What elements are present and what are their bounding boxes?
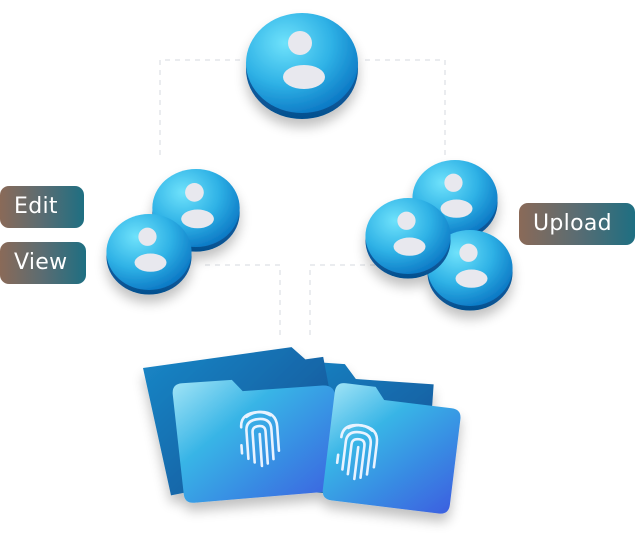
edit-permission-label: Edit [0, 186, 84, 228]
upload-permission-label: Upload [519, 203, 635, 245]
connector-lines [159, 59, 446, 340]
folder-icon [322, 383, 461, 514]
user-avatar-left-front [106, 214, 192, 295]
user-icon [365, 198, 451, 279]
user-avatar-top [246, 13, 358, 119]
user-icon [106, 214, 192, 295]
accent-lines [106, 324, 490, 550]
accent-lines-front [291, 448, 429, 550]
fingerprint-icon [239, 410, 281, 468]
view-permission-label: View [0, 242, 86, 284]
user-group-right [365, 160, 513, 311]
user-icon [246, 13, 358, 119]
folder-icon [172, 379, 348, 503]
user-group-left [106, 169, 240, 295]
user-avatar-right-front [365, 198, 451, 279]
fingerprint-icon [335, 423, 379, 481]
folder-stack [143, 347, 461, 514]
